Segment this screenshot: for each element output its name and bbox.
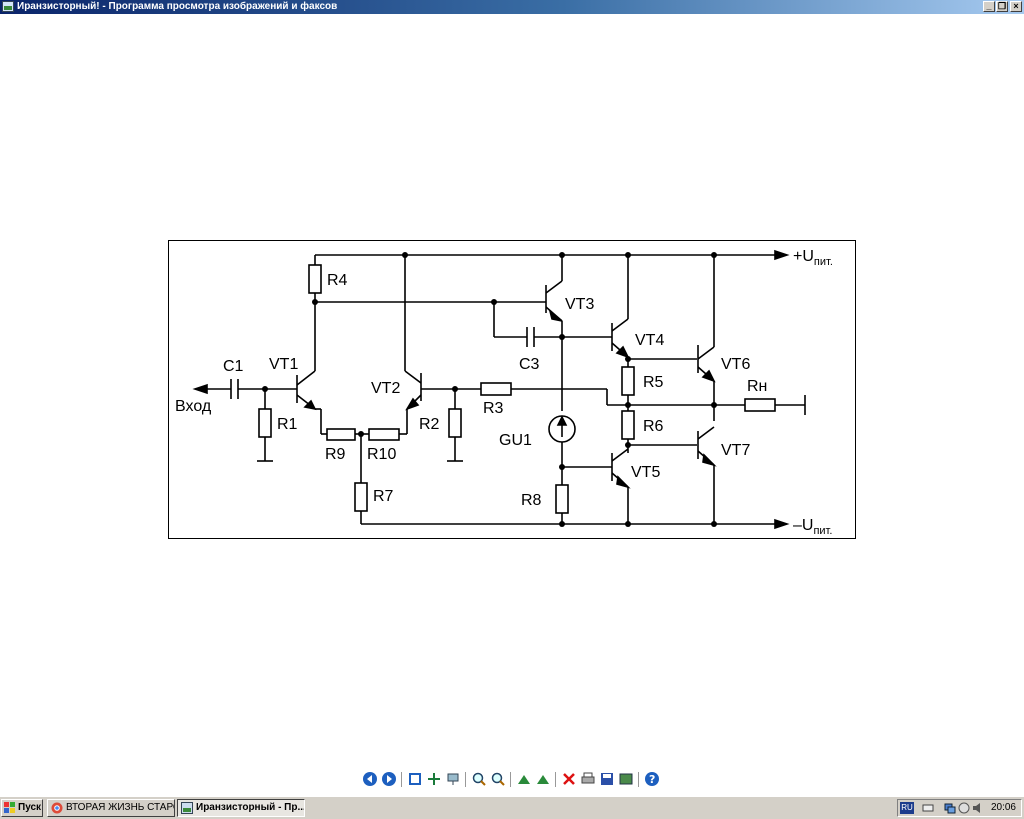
vt5-label: VT5 xyxy=(631,464,660,481)
start-label: Пуск xyxy=(18,802,42,813)
save-icon[interactable] xyxy=(599,771,615,787)
taskbar-item-label: Иранзисторный - Пр... xyxy=(196,802,305,813)
next-icon[interactable] xyxy=(381,771,397,787)
vt4-label: VT4 xyxy=(635,332,664,349)
actual-size-icon[interactable] xyxy=(426,771,442,787)
edit-icon[interactable] xyxy=(618,771,634,787)
vplus-label: +Uпит. xyxy=(793,248,833,268)
minimize-button[interactable]: _ xyxy=(983,1,995,12)
delete-icon[interactable] xyxy=(561,771,577,787)
r1-label: R1 xyxy=(277,416,298,433)
image-viewer-app-icon[interactable] xyxy=(2,1,14,12)
gu1-label: GU1 xyxy=(499,432,532,449)
network-icon[interactable] xyxy=(944,802,956,814)
circuit-diagram-image: +Uпит. –Uпит. Вход C1 VT1 R1 R4 R9 R10 R… xyxy=(168,240,856,539)
c3-label: C3 xyxy=(519,356,540,373)
r6-label: R6 xyxy=(643,418,664,435)
language-indicator[interactable]: RU xyxy=(900,802,914,814)
close-button[interactable]: × xyxy=(1010,1,1022,12)
c1-label: C1 xyxy=(223,358,244,375)
zoom-out-icon[interactable] xyxy=(490,771,506,787)
restore-button[interactable]: ❐ xyxy=(996,1,1008,12)
prev-icon[interactable] xyxy=(362,771,378,787)
help-icon[interactable]: ? xyxy=(644,771,660,787)
r7-label: R7 xyxy=(373,488,394,505)
vt7-label: VT7 xyxy=(721,442,750,459)
image-viewer-icon xyxy=(181,802,193,814)
start-button[interactable]: Пуск xyxy=(1,799,43,817)
r2-label: R2 xyxy=(419,416,440,433)
rn-label: Rн xyxy=(747,378,767,395)
taskbar-item-label: ВТОРАЯ ЖИЗНЬ СТАРО... xyxy=(66,802,174,813)
rotate-cw-icon[interactable] xyxy=(516,771,532,787)
slideshow-icon[interactable] xyxy=(445,771,461,787)
vt1-label: VT1 xyxy=(269,356,298,373)
vt2-label: VT2 xyxy=(371,380,400,397)
windows-logo-icon xyxy=(4,802,15,813)
r5-label: R5 xyxy=(643,374,664,391)
image-viewer-canvas: +Uпит. –Uпит. Вход C1 VT1 R1 R4 R9 R10 R… xyxy=(0,14,1024,796)
chrome-icon xyxy=(51,802,63,814)
vminus-label: –Uпит. xyxy=(793,517,832,537)
window-title: Иранзисторный! - Программа просмотра изо… xyxy=(17,1,338,12)
r9-label: R9 xyxy=(325,446,346,463)
input-label: Вход xyxy=(175,398,212,415)
r8-label: R8 xyxy=(521,492,542,509)
vt3-label: VT3 xyxy=(565,296,594,313)
taskbar: Пуск ВТОРАЯ ЖИЗНЬ СТАРО... Иранзисторный… xyxy=(0,796,1024,819)
zoom-in-icon[interactable] xyxy=(471,771,487,787)
clock[interactable]: 20:06 xyxy=(990,802,1016,813)
rotate-ccw-icon[interactable] xyxy=(535,771,551,787)
r4-label: R4 xyxy=(327,272,348,289)
volume-icon[interactable] xyxy=(972,802,984,814)
amplifier-schematic: +Uпит. –Uпит. Вход C1 VT1 R1 R4 R9 R10 R… xyxy=(175,248,833,537)
print-icon[interactable] xyxy=(580,771,596,787)
best-fit-icon[interactable] xyxy=(407,771,423,787)
r10-label: R10 xyxy=(367,446,396,463)
vt6-label: VT6 xyxy=(721,356,750,373)
r3-label: R3 xyxy=(483,400,504,417)
svg-text:?: ? xyxy=(649,773,655,786)
taskbar-item-browser[interactable]: ВТОРАЯ ЖИЗНЬ СТАРО... xyxy=(47,799,175,817)
security-icon[interactable] xyxy=(958,802,970,814)
taskbar-item-image-viewer[interactable]: Иранзисторный - Пр... xyxy=(177,799,305,817)
system-tray: RU 20:06 xyxy=(897,799,1022,817)
title-bar: Иранзисторный! - Программа просмотра изо… xyxy=(0,0,1024,14)
keyboard-icon[interactable] xyxy=(922,802,934,814)
